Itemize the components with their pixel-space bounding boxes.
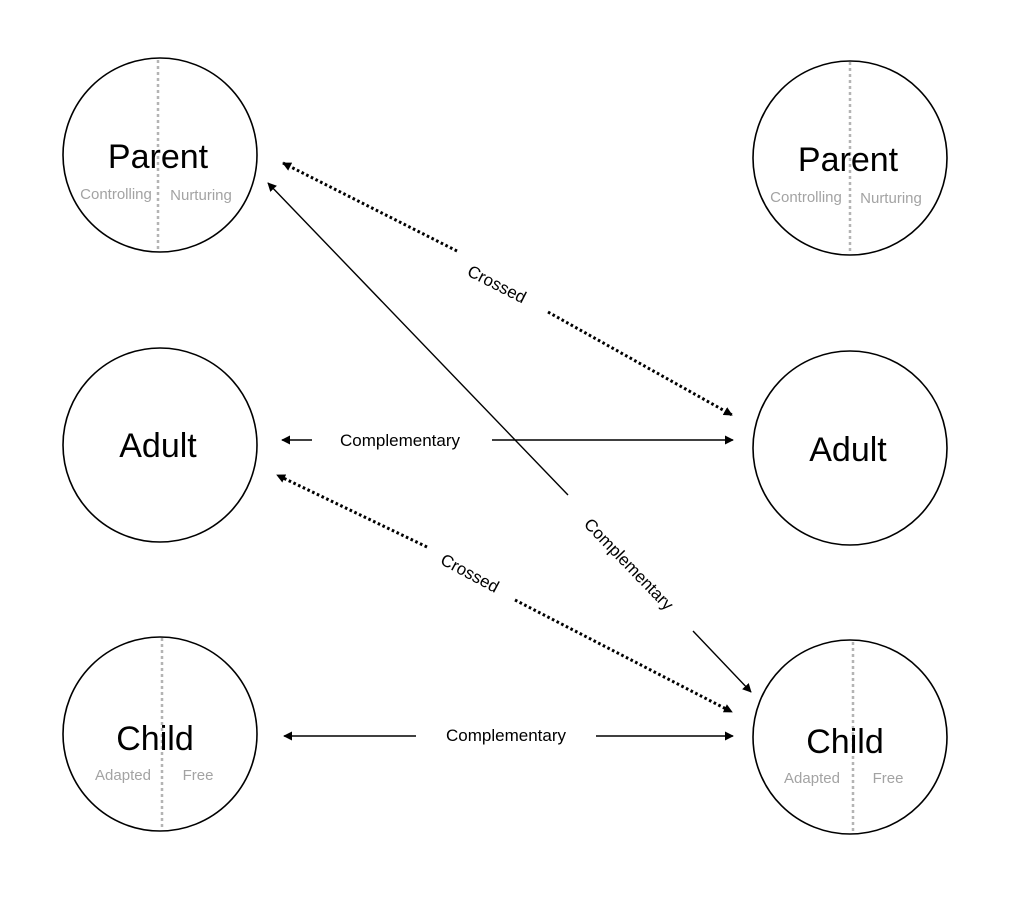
right-parent-controlling-label: Controlling	[770, 189, 842, 206]
crossed-arrow-lower-left-segment	[276, 473, 428, 549]
left-child-adapted-label: Adapted	[95, 767, 151, 784]
right-child-free-label: Free	[873, 770, 904, 787]
complementary-label-child: Complementary	[446, 726, 566, 745]
left-parent-title: Parent	[108, 138, 209, 176]
left-child-title: Child	[116, 720, 193, 758]
right-adult-title: Adult	[809, 431, 887, 469]
right-child-adapted-label: Adapted	[784, 770, 840, 787]
crossed-arrow-upper-segment	[282, 161, 458, 253]
crossed-arrow-lower-segment	[547, 310, 733, 417]
right-child-node: Child Adapted Free	[752, 639, 948, 835]
left-child-node: Child Adapted Free	[62, 636, 258, 832]
left-adult-title: Adult	[119, 427, 197, 465]
crossed-label-upper: Crossed	[464, 262, 529, 308]
parent-child-arrow-upper-segment	[267, 182, 569, 496]
left-child-free-label: Free	[183, 767, 214, 784]
left-parent-node: Parent Controlling Nurturing	[62, 57, 258, 253]
left-adult-node: Adult	[62, 347, 258, 543]
transaction-adult-adult-complementary: Complementary	[281, 431, 734, 450]
crossed-arrow-lower-right-segment	[514, 598, 733, 714]
complementary-label-adult: Complementary	[340, 431, 460, 450]
parent-child-arrow-lower-segment	[692, 630, 752, 693]
left-parent-nurturing-label: Nurturing	[170, 187, 232, 204]
right-parent-node: Parent Controlling Nurturing	[752, 60, 948, 256]
transaction-child-child-complementary: Complementary	[283, 726, 734, 745]
left-parent-controlling-label: Controlling	[80, 186, 152, 203]
right-adult-node: Adult	[752, 350, 948, 546]
right-child-title: Child	[806, 723, 883, 761]
crossed-label-lower: Crossed	[437, 550, 502, 596]
complementary-label-diagonal: Complementary	[580, 515, 677, 615]
right-parent-title: Parent	[798, 141, 899, 179]
right-parent-nurturing-label: Nurturing	[860, 190, 922, 207]
transaction-parent-adult-crossed: Crossed	[282, 161, 733, 417]
